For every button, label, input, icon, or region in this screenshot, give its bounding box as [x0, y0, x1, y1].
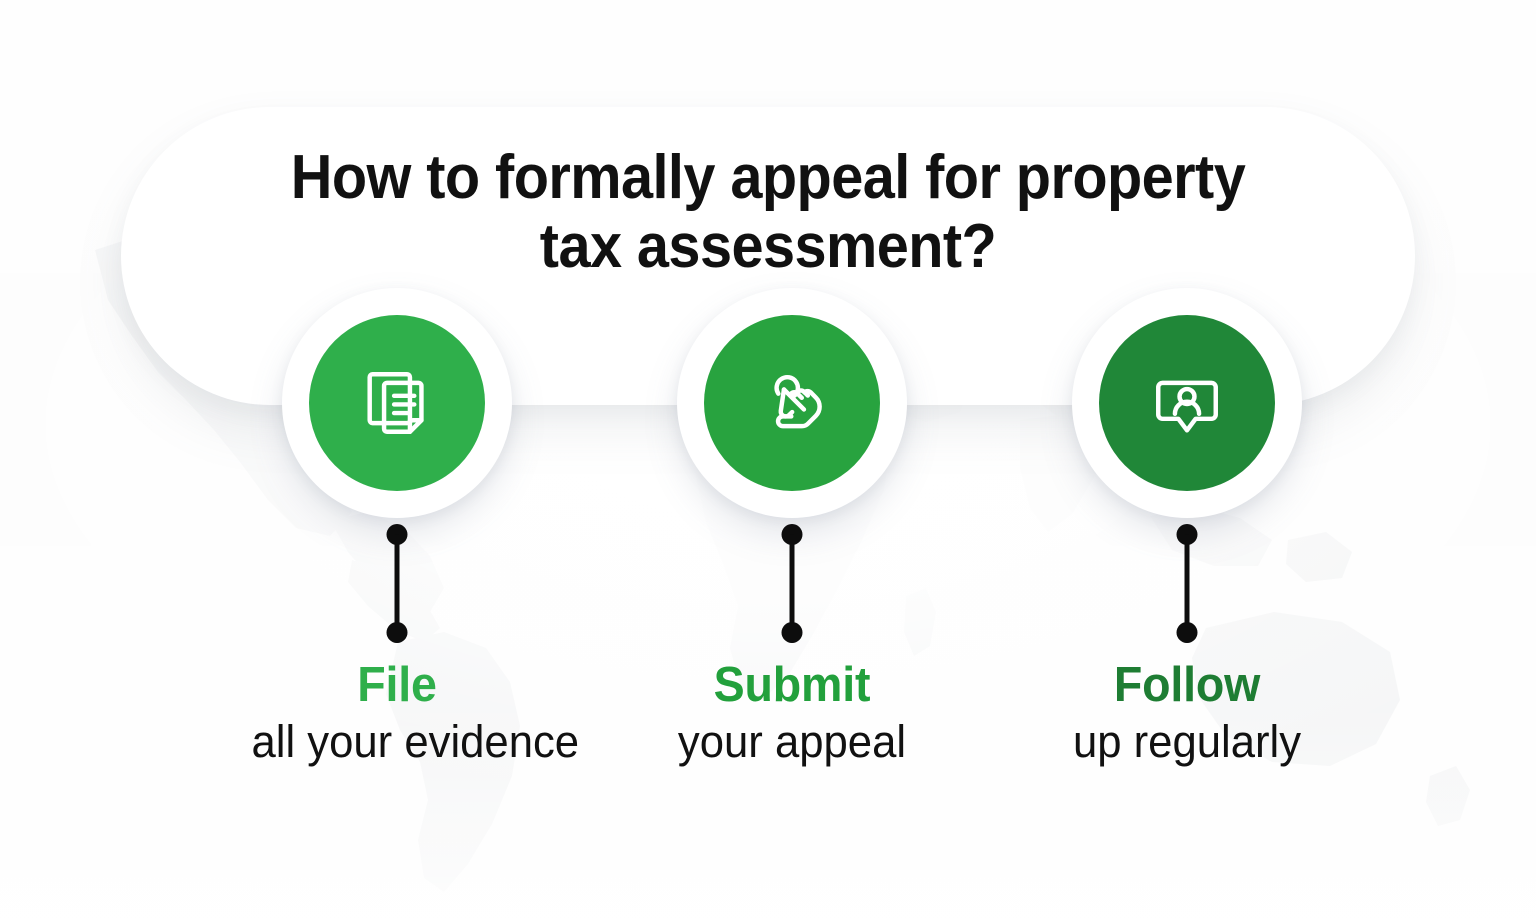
icon-disc-file: [309, 315, 485, 491]
connector-dot-bottom: [386, 622, 408, 643]
documents-icon: [367, 372, 424, 434]
step-subtext-follow: up regularly: [1072, 716, 1302, 768]
step-submit[interactable]: Submit your appeal: [642, 288, 942, 767]
step-follow[interactable]: Follow up regularly: [1037, 288, 1337, 767]
connector-follow: [1037, 524, 1337, 646]
step-subtext-file: all your evidence: [251, 716, 580, 768]
connector-line: [789, 534, 795, 634]
icon-ring-submit: [677, 288, 907, 518]
step-heading-follow: Follow: [1113, 658, 1261, 712]
connector-dot-bottom: [1176, 622, 1198, 643]
icon-disc-follow: [1099, 315, 1275, 491]
connector-file: [247, 524, 547, 646]
user-speech-bubble-icon: [1156, 380, 1218, 433]
step-subtext-submit: your appeal: [677, 716, 907, 768]
step-file[interactable]: File all your evidence: [247, 288, 580, 768]
icon-ring-follow: [1072, 288, 1302, 518]
step-heading-file: File: [357, 658, 437, 712]
connector-dot-bottom: [781, 622, 803, 643]
connector-submit: [642, 524, 942, 646]
connector-line: [394, 534, 400, 634]
icon-disc-submit: [704, 315, 880, 491]
step-heading-submit: Submit: [713, 658, 871, 712]
icon-ring-file: [282, 288, 512, 518]
tap-hand-icon: [774, 374, 822, 429]
connector-line: [1184, 534, 1190, 634]
